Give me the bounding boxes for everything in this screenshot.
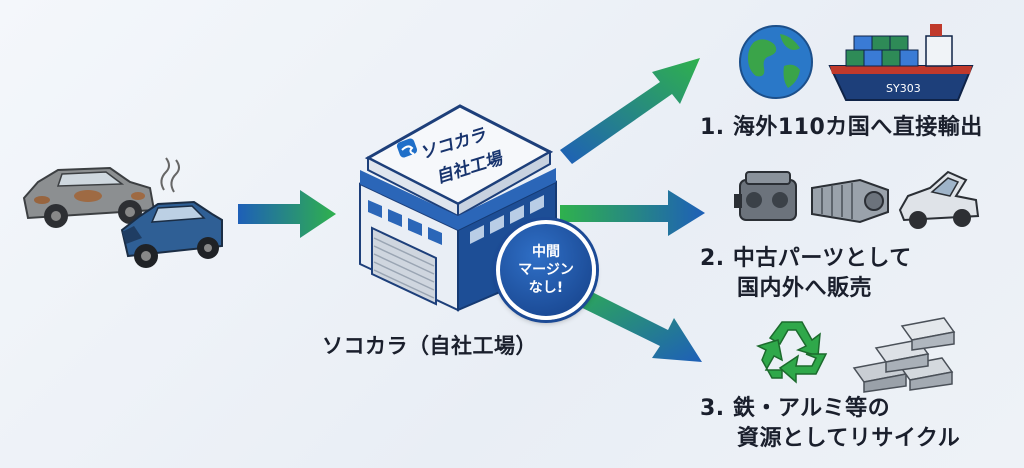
arrow-to-parts bbox=[560, 190, 705, 236]
engine-part-icon bbox=[734, 171, 797, 221]
wrecked-cars-icon bbox=[22, 157, 223, 268]
badge-line3: なし! bbox=[528, 280, 564, 296]
cargo-ship-icon: SY303 bbox=[828, 24, 974, 101]
output-2-line2: 国内外へ販売 bbox=[737, 276, 873, 301]
metal-ingots-icon bbox=[852, 317, 956, 393]
sokokara-logo-icon bbox=[396, 138, 418, 158]
badge-line2: マージン bbox=[518, 262, 574, 278]
car-body-part-icon bbox=[898, 170, 980, 229]
output-3-line1: 3. 鉄・アルミ等の bbox=[700, 396, 891, 421]
arrow-to-recycle bbox=[562, 282, 702, 362]
output-3-line2: 資源としてリサイクル bbox=[737, 426, 961, 451]
output-2-line1: 2. 中古パーツとして bbox=[700, 246, 912, 271]
output-3-label: 3. 鉄・アルミ等の 資源としてリサイクル bbox=[700, 394, 960, 454]
recycle-icon bbox=[755, 321, 828, 384]
rusty-car-icon bbox=[22, 166, 156, 228]
output-1-line1: 1. 海外110カ国へ直接輸出 bbox=[700, 115, 983, 140]
transmission-part-icon bbox=[811, 178, 889, 224]
damaged-car-icon bbox=[120, 157, 223, 268]
globe-icon bbox=[739, 25, 813, 99]
output-2-label: 2. 中古パーツとして 国内外へ販売 bbox=[700, 244, 912, 304]
arrow-to-factory bbox=[238, 190, 336, 238]
factory-caption: ソコカラ（自社工場） bbox=[322, 334, 537, 358]
badge-line1: 中間 bbox=[532, 244, 560, 260]
ship-hull-label: SY303 bbox=[886, 82, 921, 95]
no-middle-margin-badge: 中間 マージン なし! bbox=[496, 220, 596, 320]
arrow-to-export bbox=[560, 58, 700, 164]
output-1-label: 1. 海外110カ国へ直接輸出 bbox=[700, 113, 983, 143]
